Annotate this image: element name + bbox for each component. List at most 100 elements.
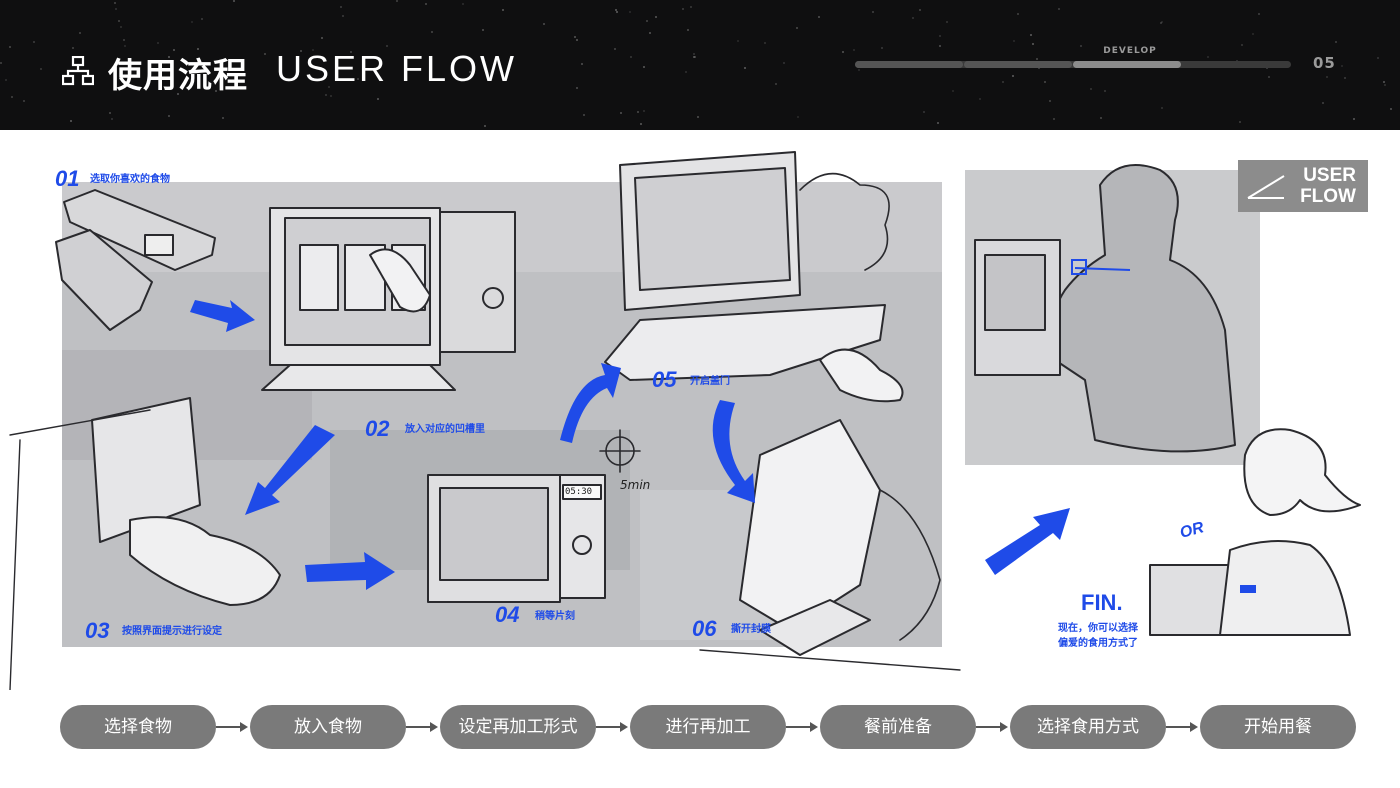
star-dot <box>377 98 379 100</box>
star-dot <box>853 49 855 51</box>
star-dot <box>340 6 342 8</box>
star-dot <box>197 48 199 50</box>
flow-step-pill: 选择食物 <box>60 705 216 749</box>
star-dot <box>1268 76 1270 78</box>
star-dot <box>330 95 332 97</box>
star-dot <box>1335 41 1337 43</box>
arrow-5-icon <box>712 400 755 503</box>
arrow-right-icon <box>216 722 248 732</box>
step-number: 01 <box>55 166 80 191</box>
fin-text-line: 现在，你可以选择 <box>1058 623 1138 634</box>
star-dot <box>697 116 699 118</box>
star-dot <box>620 112 622 114</box>
star-dot <box>173 49 175 51</box>
star-dot <box>341 56 343 58</box>
star-dot <box>1161 21 1163 23</box>
star-dot <box>484 125 486 127</box>
star-dot <box>396 0 398 2</box>
arrow-2-icon <box>245 425 335 515</box>
star-dot <box>775 83 777 85</box>
star-dot <box>111 118 113 120</box>
star-dot <box>433 78 435 80</box>
step-label: 选取你喜欢的食物 <box>90 174 170 185</box>
star-dot <box>1036 58 1038 60</box>
star-dot <box>646 20 648 22</box>
terminal-sketch <box>91 397 201 543</box>
step-label: 按照界面提示进行设定 <box>122 626 222 637</box>
step-label: 放入对应的凹槽里 <box>405 424 485 435</box>
star-dot <box>191 21 193 23</box>
star-dot <box>23 100 25 102</box>
star-dot <box>1044 81 1046 83</box>
star-dot <box>11 96 13 98</box>
step-label: 开启盖门 <box>690 376 730 387</box>
progress-segment-active <box>1073 61 1181 68</box>
star-dot <box>1038 67 1040 69</box>
step-number: 06 <box>692 616 717 641</box>
progress-track <box>855 61 1291 68</box>
star-dot <box>655 16 657 18</box>
star-dot <box>937 122 939 124</box>
star-dot <box>325 94 327 96</box>
star-dot <box>939 45 941 47</box>
star-dot <box>342 15 344 17</box>
food-tray-sketch <box>63 189 216 271</box>
star-dot <box>5 79 7 81</box>
star-dot <box>152 61 154 63</box>
star-dot <box>1080 45 1082 47</box>
user-figure-sketch <box>1050 164 1236 453</box>
star-dot <box>1013 40 1015 42</box>
badge-text-flow: FLOW <box>1300 186 1356 207</box>
star-dot <box>796 27 798 29</box>
star-dot <box>685 71 687 73</box>
star-dot <box>1160 22 1162 24</box>
star-dot <box>1239 121 1241 123</box>
progress-label: DEVELOP <box>1103 46 1157 56</box>
flow-steps-bar: 选择食物 放入食物 设定再加工形式 进行再加工 餐前准备 选择食用方式 开始用餐 <box>0 700 1400 760</box>
star-dot <box>462 3 464 5</box>
star-dot <box>946 21 948 23</box>
star-dot <box>629 11 631 13</box>
arrow-right-icon <box>786 722 818 732</box>
star-dot <box>637 111 639 113</box>
star-dot <box>881 47 883 49</box>
arrow-4-icon <box>560 363 621 443</box>
star-dot <box>614 48 616 50</box>
star-dot <box>321 37 323 39</box>
star-dot <box>386 45 388 47</box>
flow-step-pill: 进行再加工 <box>630 705 786 749</box>
star-dot <box>215 90 217 92</box>
star-dot <box>1258 13 1260 15</box>
star-dot <box>1090 88 1092 90</box>
header-bar: 使用流程 USER FLOW DEVELOP 05 <box>0 0 1400 130</box>
star-dot <box>1100 117 1102 119</box>
star-dot <box>357 78 359 80</box>
star-dot <box>201 18 203 20</box>
peel-film-sketch <box>739 419 881 631</box>
storyboard-sketch <box>9 151 1361 690</box>
star-dot <box>576 87 578 89</box>
star-dot <box>818 16 820 18</box>
star-dot <box>469 71 471 73</box>
star-dot <box>9 46 11 48</box>
step-number: 03 <box>85 618 110 643</box>
star-dot <box>1049 100 1051 102</box>
arrow-6-icon <box>985 508 1070 575</box>
star-dot <box>1161 107 1163 109</box>
star-dot <box>350 51 352 53</box>
star-dot <box>744 67 746 69</box>
star-dot <box>1032 43 1034 45</box>
star-dot <box>979 98 981 100</box>
progress-segment <box>855 61 963 68</box>
star-dot <box>1383 81 1385 83</box>
star-dot <box>581 63 583 65</box>
star-dot <box>1326 76 1328 78</box>
star-dot <box>1322 102 1324 104</box>
star-dot <box>1012 75 1014 77</box>
star-dot <box>1002 81 1004 83</box>
star-dot <box>783 62 785 64</box>
oven-timer: 05:30 <box>565 487 593 497</box>
star-dot <box>502 9 504 11</box>
star-dot <box>630 56 632 58</box>
star-dot <box>1104 90 1106 92</box>
